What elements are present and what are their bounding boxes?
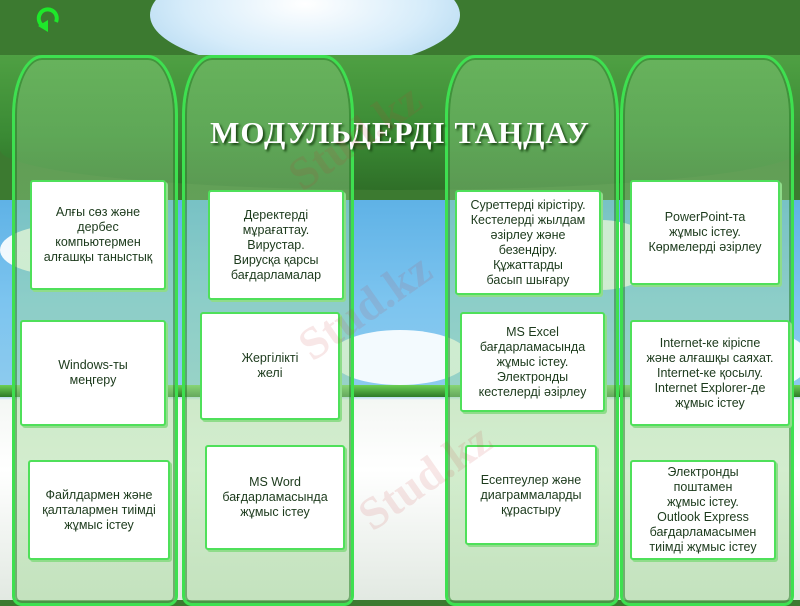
module-button-charts[interactable]: Есептеулер және диаграммаларды құрастыру: [465, 445, 597, 545]
module-button-internet[interactable]: Internet-ке кіріспе және алғашқы саяхат.…: [630, 320, 790, 426]
module-button-windows[interactable]: Windows-ты меңгеру: [20, 320, 166, 426]
module-button-intro[interactable]: Алғы сөз және дербес компьютермен алғашқ…: [30, 180, 166, 290]
return-arrow-icon[interactable]: [34, 4, 64, 34]
module-button-powerpoint[interactable]: PowerPoint-та жұмыс істеу. Көрмелерді әз…: [630, 180, 780, 285]
module-button-files[interactable]: Файлдармен және қалталармен тиімді жұмыс…: [28, 460, 170, 560]
page-title: МОДУЛЬДЕРДІ ТАҢДАУ: [210, 115, 590, 150]
module-button-word[interactable]: MS Word бағдарламасында жұмыс істеу: [205, 445, 345, 550]
module-button-network[interactable]: Жергілікті желі: [200, 312, 340, 420]
module-button-images[interactable]: Суреттерді кірістіру. Кестелерді жылдам …: [455, 190, 601, 295]
module-button-email[interactable]: Электронды поштамен жұмыс істеу. Outlook…: [630, 460, 776, 560]
module-button-archiving[interactable]: Деректерді мұрағаттау. Вирустар. Вирусқа…: [208, 190, 344, 300]
module-button-excel[interactable]: MS Excel бағдарламасында жұмыс істеу. Эл…: [460, 312, 605, 412]
